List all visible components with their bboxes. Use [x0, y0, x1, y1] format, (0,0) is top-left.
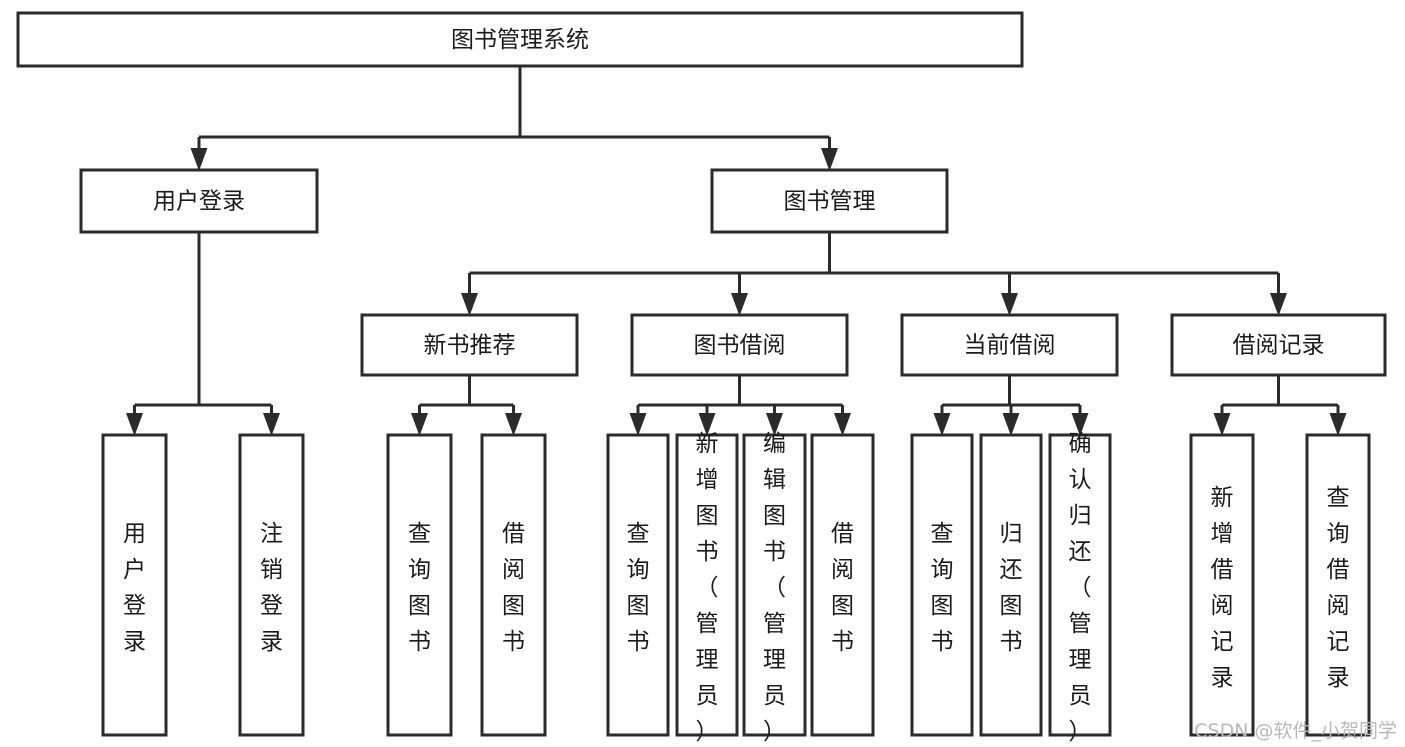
arrowhead-icon [1071, 413, 1089, 436]
arrowhead-icon [834, 413, 851, 436]
node-borrow-query[interactable]: 查询图书 [606, 433, 670, 737]
connector-group-root [190, 66, 838, 171]
node-label-borrow-edit: 编辑图书（管理员） [763, 431, 786, 745]
node-records[interactable]: 借阅记录 [1170, 313, 1387, 377]
node-box-current-return[interactable] [979, 433, 1043, 737]
node-box-borrow-edit[interactable] [742, 433, 807, 737]
arrowhead-icon [766, 413, 783, 436]
node-login[interactable]: 用户登录 [79, 168, 319, 234]
arrowhead-icon [461, 293, 478, 316]
node-box-newbook[interactable] [360, 313, 579, 377]
node-box-records-query[interactable] [1305, 433, 1371, 737]
arrowhead-icon [629, 413, 647, 436]
node-borrow[interactable]: 图书借阅 [630, 313, 849, 377]
arrowhead-icon [505, 413, 522, 436]
arrowhead-icon [190, 148, 208, 171]
node-login-logout[interactable]: 注销登录 [238, 433, 305, 737]
connector-group-bookmgmt [461, 232, 1287, 316]
node-label-bookmgmt: 图书管理 [784, 189, 876, 215]
node-box-borrow[interactable] [630, 313, 849, 377]
node-borrow-add[interactable]: 新增图书（管理员） [675, 431, 739, 745]
node-borrow-edit[interactable]: 编辑图书（管理员） [742, 431, 807, 745]
node-label-root: 图书管理系统 [451, 27, 589, 53]
node-label-borrow-query: 查询图书 [627, 521, 650, 655]
node-label-current-query: 查询图书 [931, 521, 954, 655]
node-label-current-return: 归还图书 [1000, 521, 1023, 655]
node-box-borrow-lend[interactable] [810, 433, 875, 737]
node-layer: 图书管理系统用户登录图书管理用户登录注销登录新书推荐图书借阅当前借阅借阅记录查询… [16, 11, 1387, 745]
connector-group-login [126, 232, 280, 436]
node-current[interactable]: 当前借阅 [900, 313, 1119, 377]
arrowhead-icon [933, 413, 951, 436]
node-label-login-logout: 注销登录 [260, 521, 283, 655]
connector-group-borrow [629, 375, 851, 436]
node-label-borrow-add: 新增图书（管理员） [696, 431, 719, 745]
node-box-bookmgmt[interactable] [710, 168, 949, 234]
connector-group-current [933, 375, 1089, 436]
node-label-records: 借阅记录 [1233, 333, 1325, 359]
node-box-login[interactable] [79, 168, 319, 234]
arrowhead-icon [1213, 413, 1231, 436]
arrowhead-icon [126, 413, 143, 436]
node-login-user[interactable]: 用户登录 [101, 433, 168, 737]
arrowhead-icon [263, 413, 280, 436]
node-bookmgmt[interactable]: 图书管理 [710, 168, 949, 234]
arrowhead-icon [1329, 413, 1347, 436]
node-box-root[interactable] [16, 11, 1024, 68]
node-label-newbook-borrow: 借阅图书 [502, 521, 525, 655]
node-box-borrow-add[interactable] [675, 433, 739, 737]
node-label-current: 当前借阅 [964, 333, 1056, 359]
node-label-current-confirm: 确认归还（管理员） [1069, 431, 1092, 745]
node-newbook-query[interactable]: 查询图书 [386, 433, 453, 737]
node-newbook[interactable]: 新书推荐 [360, 313, 579, 377]
node-box-records-add[interactable] [1189, 433, 1255, 737]
node-label-records-query: 查询借阅记录 [1327, 485, 1350, 691]
node-root[interactable]: 图书管理系统 [16, 11, 1024, 68]
arrowhead-icon [731, 293, 748, 316]
node-current-query[interactable]: 查询图书 [910, 433, 974, 737]
arrowhead-icon [1270, 293, 1287, 316]
node-label-login-user: 用户登录 [123, 521, 146, 655]
node-records-add[interactable]: 新增借阅记录 [1189, 433, 1255, 737]
node-label-newbook-query: 查询图书 [408, 521, 431, 655]
arrowhead-icon [1001, 293, 1018, 316]
connector-group-records [1213, 375, 1347, 436]
node-label-login: 用户登录 [153, 189, 245, 215]
node-box-login-user[interactable] [101, 433, 168, 737]
node-records-query[interactable]: 查询借阅记录 [1305, 433, 1371, 737]
node-label-records-add: 新增借阅记录 [1211, 485, 1234, 691]
node-current-confirm[interactable]: 确认归还（管理员） [1048, 431, 1112, 745]
node-label-borrow-lend: 借阅图书 [831, 521, 854, 655]
connector-group-newbook [411, 375, 522, 436]
arrowhead-icon [698, 413, 716, 436]
arrowhead-icon [821, 148, 838, 171]
node-box-records[interactable] [1170, 313, 1387, 377]
node-box-current[interactable] [900, 313, 1119, 377]
node-box-current-query[interactable] [910, 433, 974, 737]
csdn-watermark: CSDN @软件_小贺同学 [1194, 720, 1397, 742]
node-borrow-lend[interactable]: 借阅图书 [810, 433, 875, 737]
node-newbook-borrow[interactable]: 借阅图书 [480, 433, 547, 737]
arrowhead-icon [1002, 413, 1020, 436]
node-box-newbook-query[interactable] [386, 433, 453, 737]
node-current-return[interactable]: 归还图书 [979, 433, 1043, 737]
node-box-current-confirm[interactable] [1048, 433, 1112, 737]
node-box-borrow-query[interactable] [606, 433, 670, 737]
node-label-newbook: 新书推荐 [424, 333, 516, 359]
node-box-newbook-borrow[interactable] [480, 433, 547, 737]
node-label-borrow: 图书借阅 [694, 333, 786, 359]
node-box-login-logout[interactable] [238, 433, 305, 737]
arrowhead-icon [411, 413, 428, 436]
connector-layer [126, 66, 1347, 436]
